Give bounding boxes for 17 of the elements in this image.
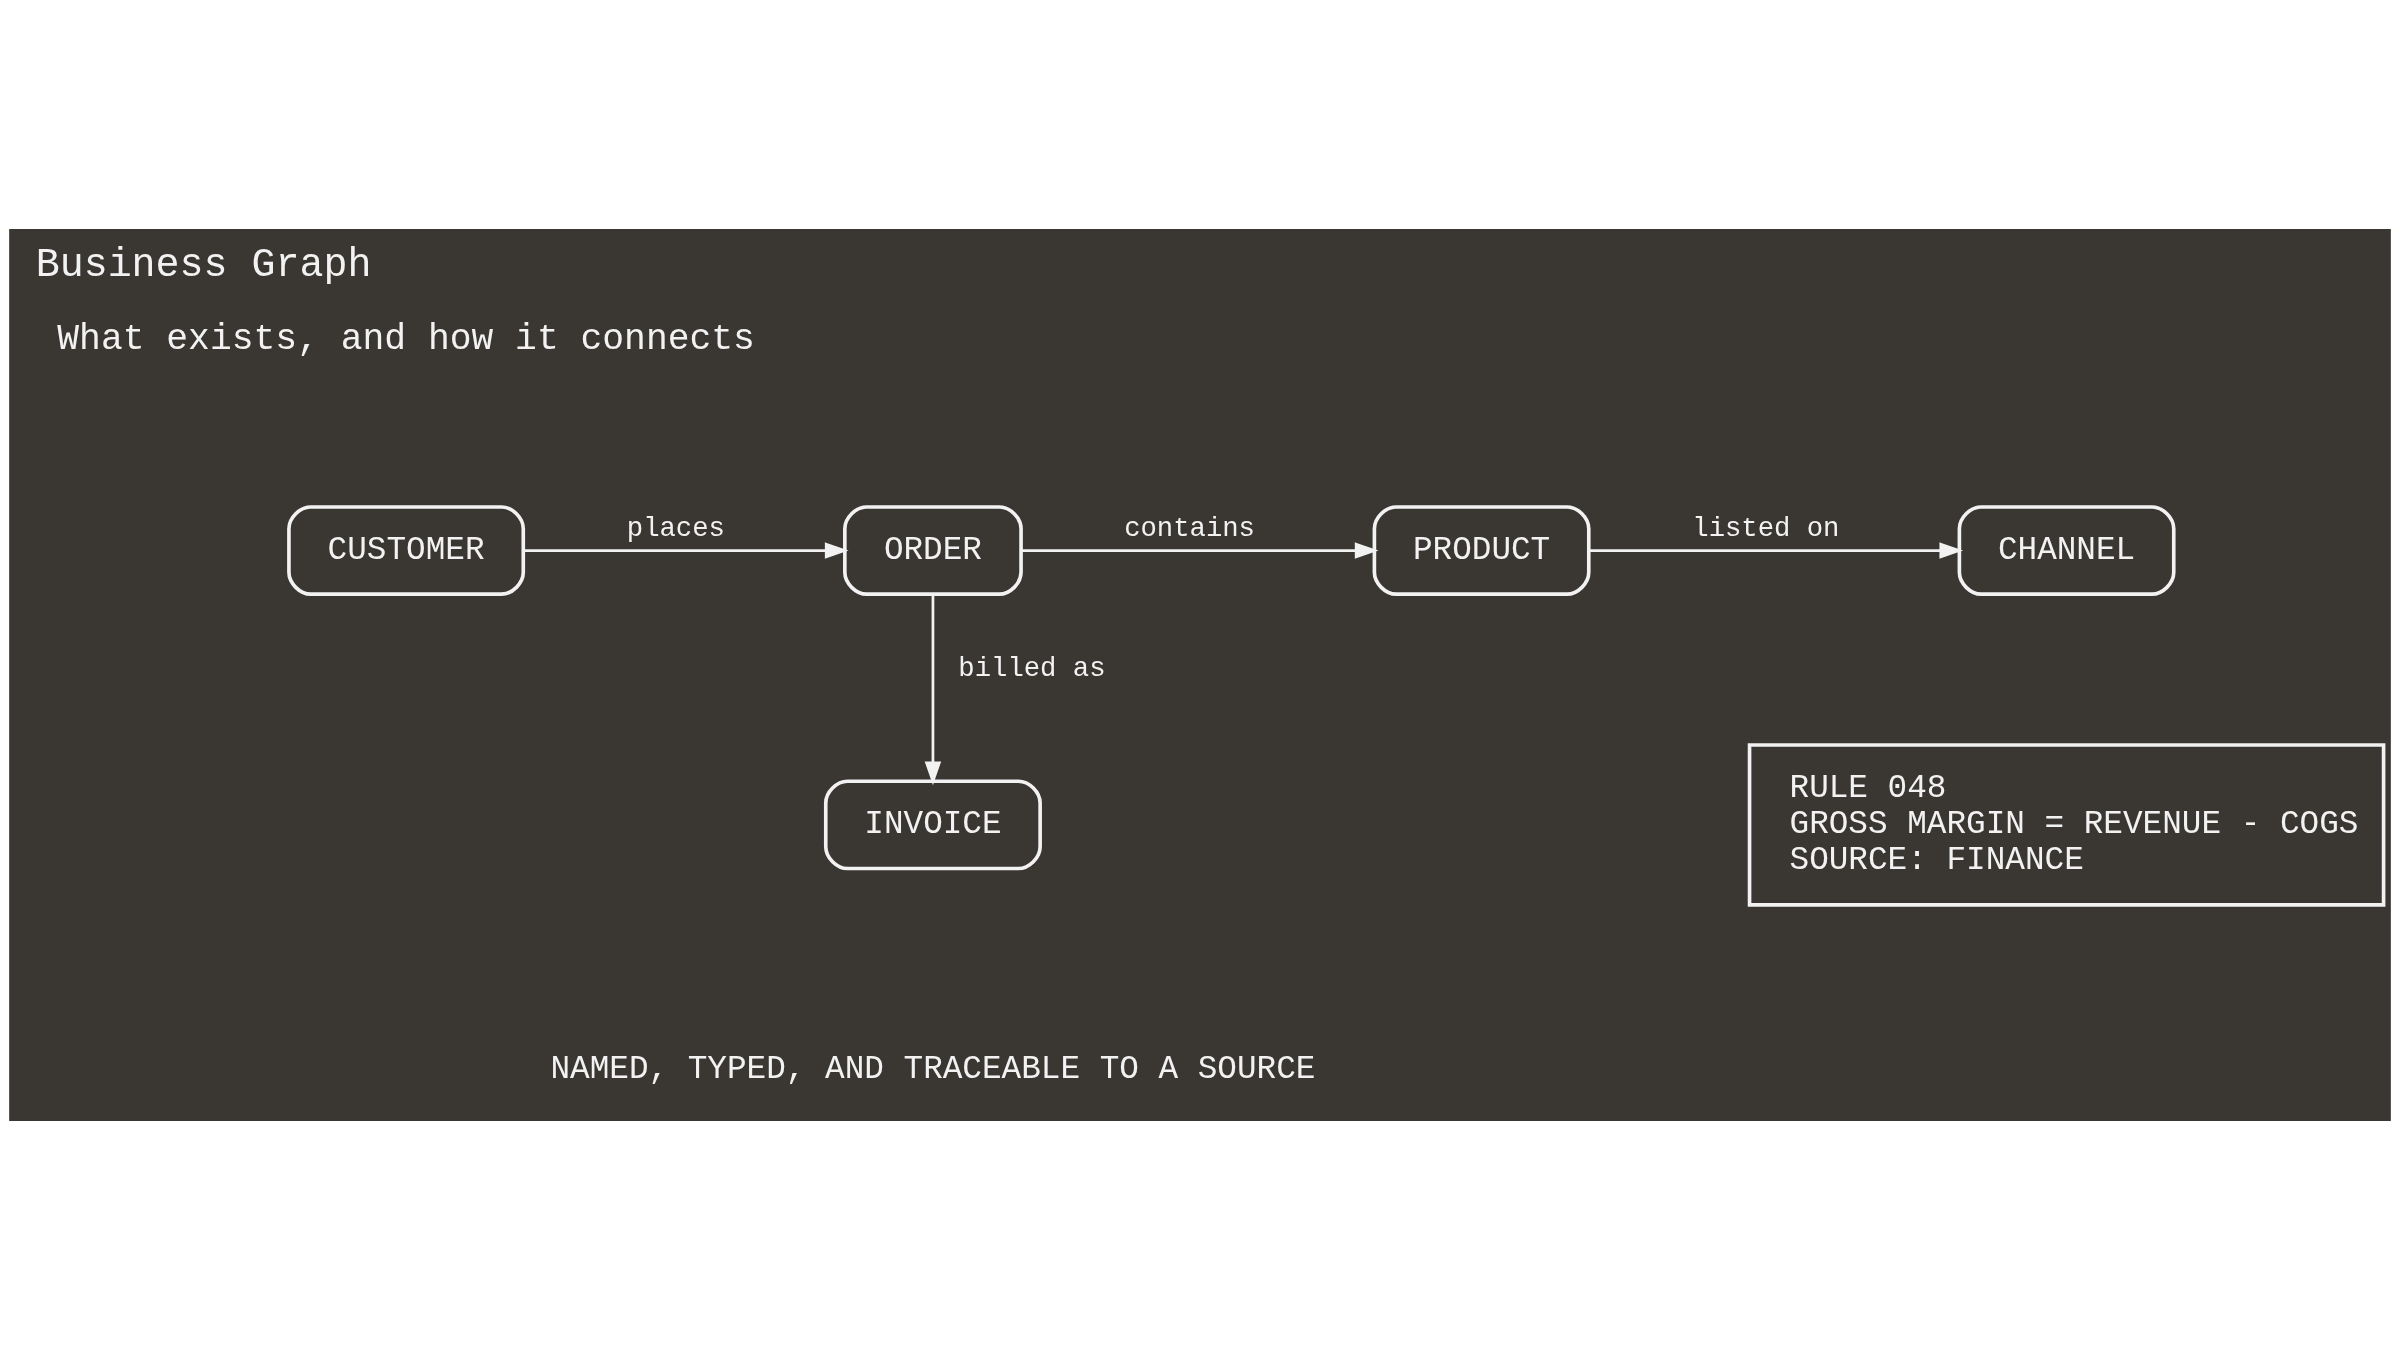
arrow	[1588, 542, 1964, 559]
node-box: ORDER	[843, 505, 1023, 596]
arrow	[924, 594, 942, 786]
node-box: CUSTOMER	[287, 505, 526, 596]
arrow	[1021, 542, 1379, 559]
label: What exists, and how it connects	[57, 318, 755, 360]
edge-label: contains	[1124, 513, 1255, 545]
diagram-title: Business Graph	[35, 242, 372, 288]
edge-label: listed on	[1692, 513, 1840, 545]
node-box: INVOICE	[823, 779, 1042, 871]
node-box: PRODUCT	[1372, 505, 1591, 596]
node-box: RULE 048 GROSS MARGIN = REVENUE - COGS SOURCE: FINANCE	[1747, 743, 2386, 907]
caption: NAMED, TYPED, AND TRACEABLE TO A SOURCE	[550, 1051, 1316, 1089]
arrow	[523, 542, 849, 559]
edge-label: billed as	[958, 652, 1106, 684]
edge-label: places	[626, 513, 725, 545]
node-box: CHANNEL	[1957, 505, 2176, 596]
